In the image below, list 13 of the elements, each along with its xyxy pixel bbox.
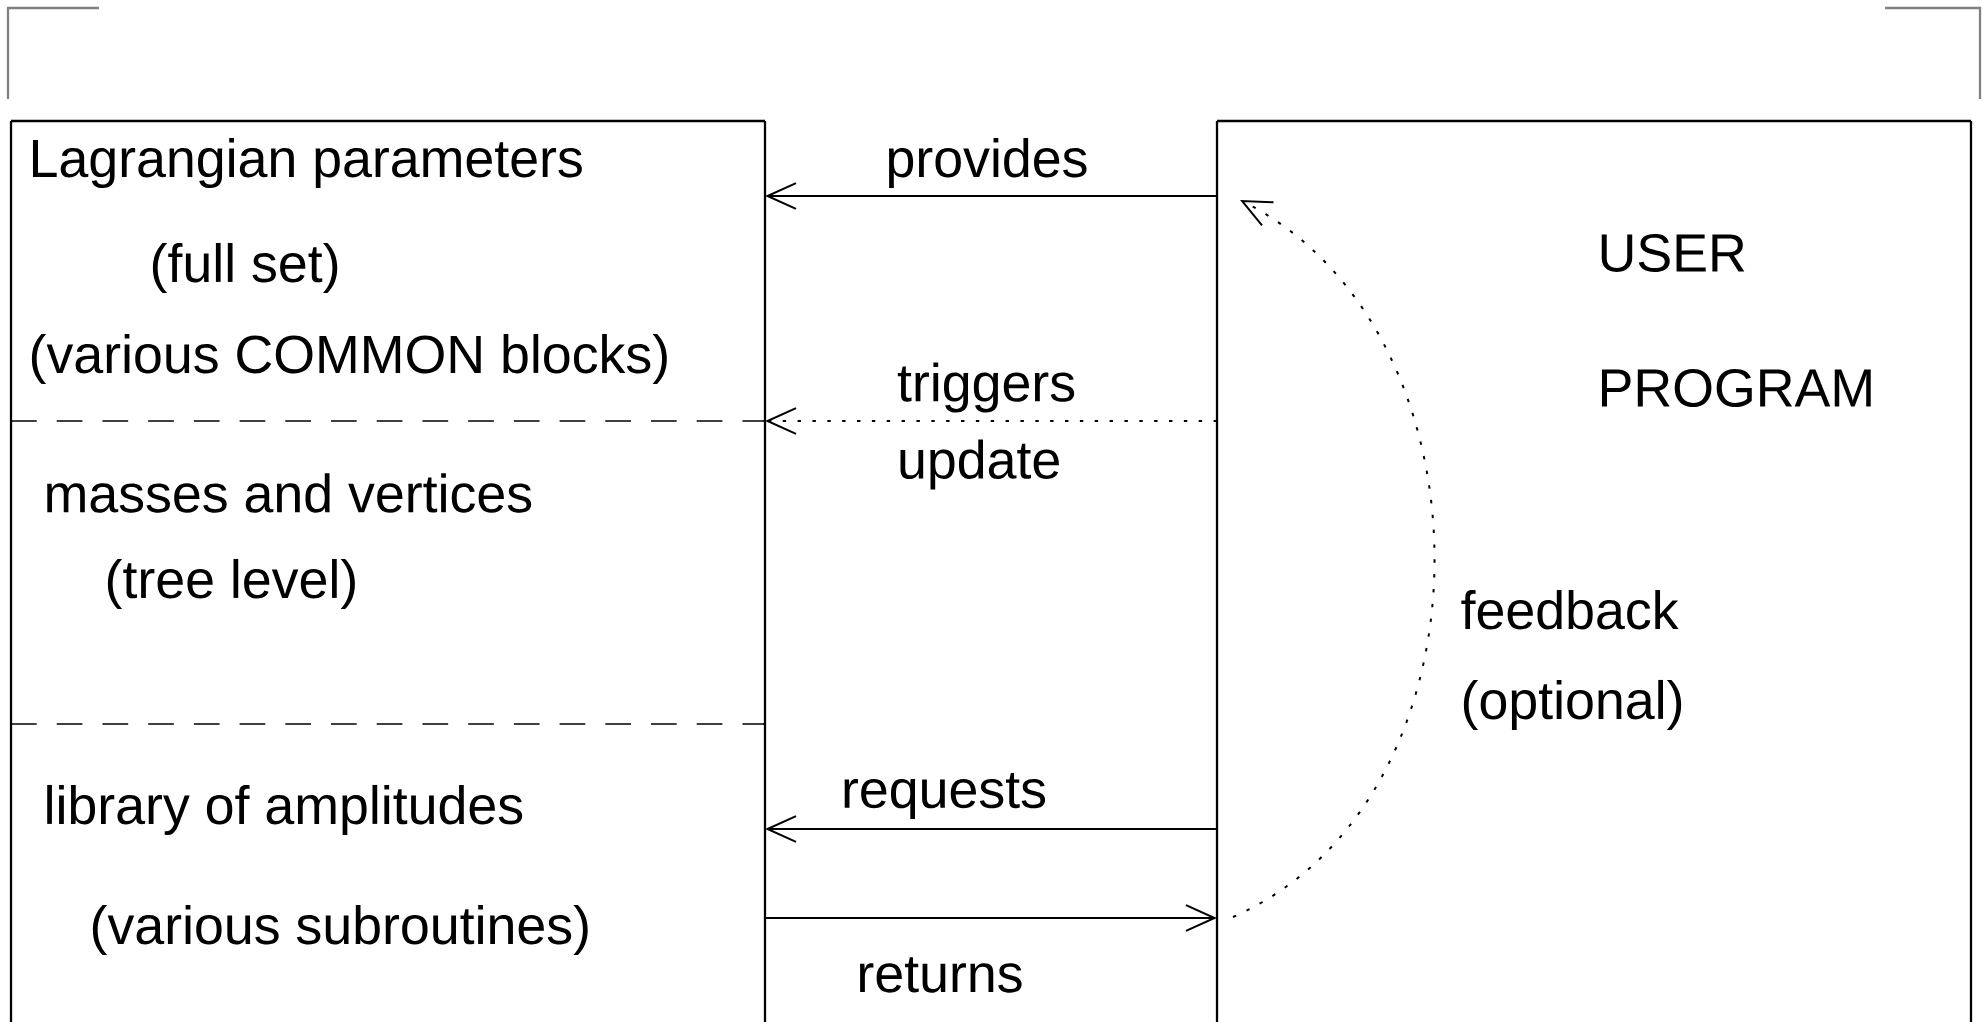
arrow <box>1232 200 1436 918</box>
section-box: library of amplitudes (various subroutines) <box>9 722 767 1022</box>
edge-label: feedback (optional) <box>1461 589 1682 731</box>
arrow <box>764 904 1217 932</box>
section-box: masses and vertices (tree level) <box>9 419 767 726</box>
edge-label: triggers update <box>897 362 1075 490</box>
edge-label: provides <box>888 137 1087 189</box>
arrow <box>765 182 1218 210</box>
arrow <box>765 815 1218 843</box>
section-box: Lagrangian parameters (full set) (various COMMON blocks) <box>9 119 767 423</box>
edge-label: returns <box>860 957 1022 993</box>
arrow <box>765 407 1218 435</box>
edge-label: requests <box>844 773 1046 819</box>
